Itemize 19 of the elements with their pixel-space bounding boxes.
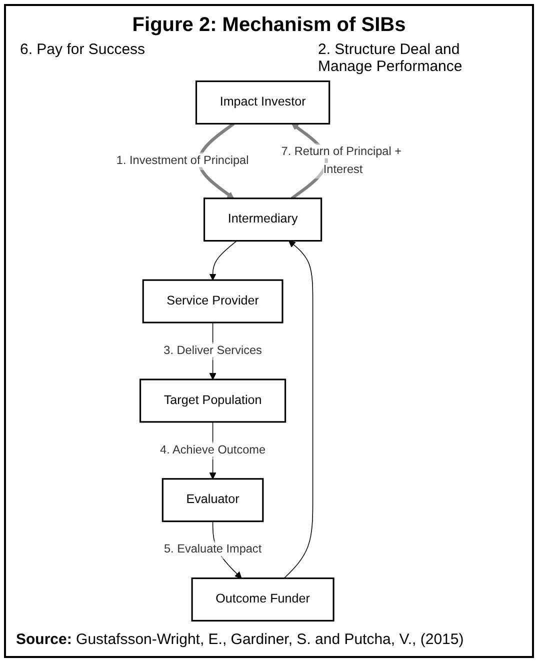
node-box: Service Provider: [142, 279, 284, 324]
source-caption: Source: Gustafsson-Wright, E., Gardiner, S. and Putcha, V., (2015): [15, 630, 465, 650]
node-box: Outcome Funder: [191, 578, 334, 622]
note-text: 6. Pay for Success: [20, 41, 146, 60]
node-box: Target Population: [140, 378, 286, 423]
figure-title: Figure 2: Mechanism of SIBs: [131, 14, 407, 37]
edge-label: 1. Investment of Principal: [116, 154, 249, 168]
edge-label: 7. Return of Principal + Interest: [281, 144, 402, 176]
arrow: [209, 240, 238, 280]
arrow: [290, 123, 328, 200]
node-box: Evaluator: [162, 478, 264, 522]
node-box: Impact Investor: [195, 80, 330, 124]
edge-label: 4. Achieve Outcome: [160, 443, 266, 456]
note-text: 2. Structure Deal and Manage Performance: [318, 41, 464, 75]
edge-label: 5. Evaluate Impact: [164, 542, 262, 556]
node-box: Intermediary: [204, 198, 322, 242]
arrow: [198, 122, 235, 199]
edge-label: 3. Deliver Services: [164, 344, 262, 358]
arrow: [284, 240, 314, 579]
